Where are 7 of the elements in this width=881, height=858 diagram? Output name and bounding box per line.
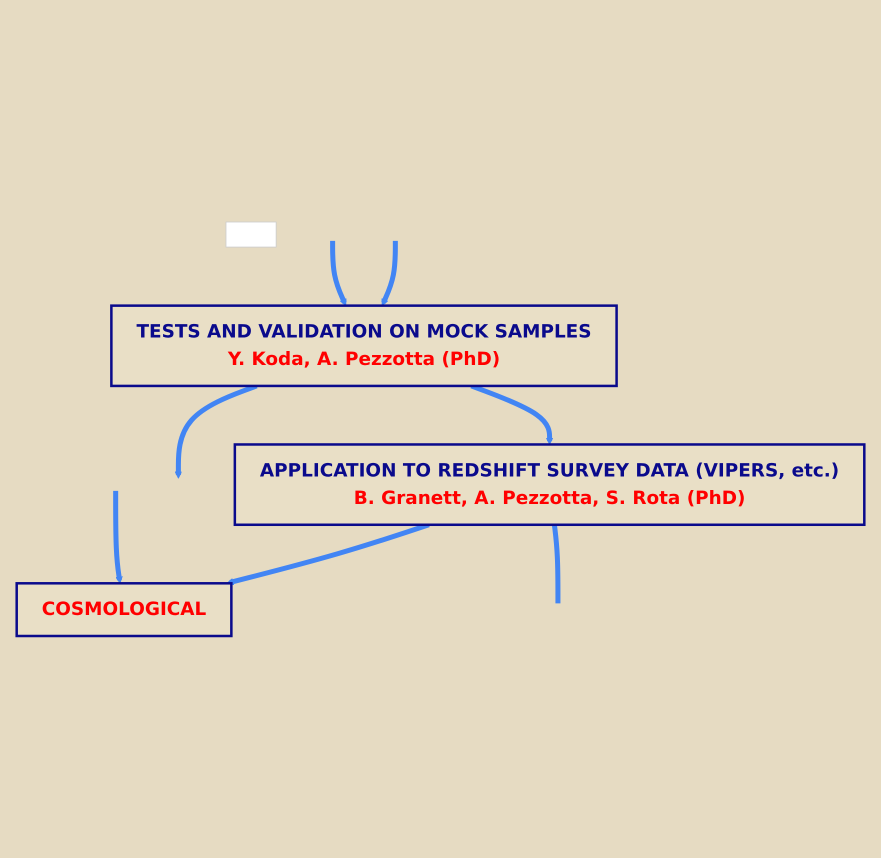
arrow (113, 490, 123, 584)
node-box (226, 222, 277, 248)
arrow (381, 240, 398, 306)
arrow (330, 240, 347, 306)
node-box: TESTS AND VALIDATION ON MOCK SAMPLES Y. Koda, A. Pezzotta (PhD) (110, 304, 618, 388)
node-box: APPLICATION TO REDSHIFT SURVEY DATA (VIPERS, etc.) B. Granett, A. Pezzotta, S. Rota (PhD) (234, 443, 866, 526)
node-box: COSMOLOGICAL (15, 582, 233, 638)
